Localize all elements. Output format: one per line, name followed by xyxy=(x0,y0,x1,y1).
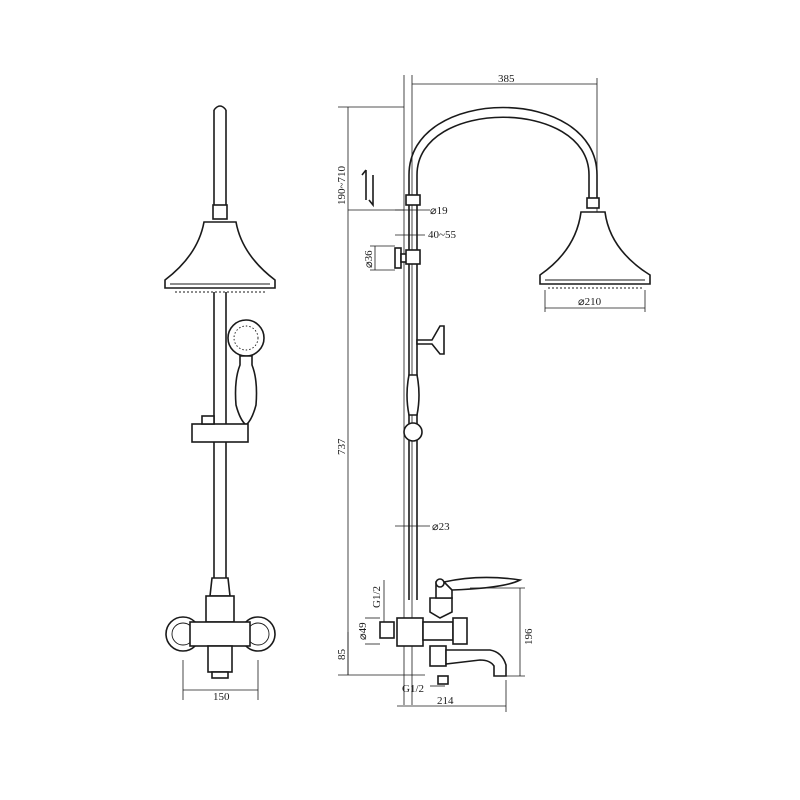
side-inlet-thread xyxy=(379,621,395,639)
side-spout-thread xyxy=(437,675,449,685)
front-hand-shower-nozzles xyxy=(233,325,259,351)
dim-inlet-dia: ⌀49 xyxy=(357,622,369,640)
side-arc-joint xyxy=(405,194,421,206)
side-head-neck xyxy=(586,197,600,209)
side-holder xyxy=(416,325,445,355)
front-riser-pipe xyxy=(213,110,227,210)
front-connector xyxy=(209,577,231,597)
dim-inlet-thread-v: G1/2 xyxy=(371,586,383,608)
front-riser-cap xyxy=(213,105,227,111)
side-bracket-plate xyxy=(394,247,402,269)
dim-lower-pipe-dia: ⌀23 xyxy=(432,521,450,533)
side-lever-pivot xyxy=(435,578,445,588)
side-spout xyxy=(445,649,507,677)
side-arc-outer xyxy=(408,106,598,200)
front-neck xyxy=(212,204,228,220)
front-view: 150 xyxy=(164,105,276,703)
side-arc-inner xyxy=(416,116,590,200)
side-handle-base xyxy=(429,597,453,619)
front-mixer-body xyxy=(205,595,235,623)
side-slide-knob xyxy=(403,422,423,442)
side-lever xyxy=(442,576,523,591)
dim-riser-height: 190~710 xyxy=(336,166,348,205)
side-mixer-cap xyxy=(452,617,468,645)
side-head-bell xyxy=(539,211,651,285)
front-slide-holder xyxy=(191,423,249,443)
front-hand-shower-head xyxy=(227,319,265,357)
dim-150: 150 xyxy=(213,691,230,703)
front-slide-knob xyxy=(201,415,215,425)
dim-spout-width: 214 xyxy=(437,695,454,707)
front-spout-tip xyxy=(211,671,229,679)
side-riser-upper xyxy=(408,205,418,250)
dim-bracket-offset: 40~55 xyxy=(428,229,456,241)
dim-top-pipe-dia: ⌀19 xyxy=(430,205,448,217)
dim-385: 385 xyxy=(498,73,515,85)
dim-bracket-dia: ⌀36 xyxy=(363,250,375,268)
front-head-bell xyxy=(164,221,276,289)
side-view: 385 ⌀210 ⌀19 40~55 ⌀36 xyxy=(336,73,651,712)
front-mixer-bar xyxy=(189,621,251,647)
dim-inlet-height: 85 xyxy=(336,649,348,661)
side-bracket-clamp xyxy=(405,249,421,265)
front-spout xyxy=(207,645,233,673)
dim-head-dia: ⌀210 xyxy=(578,296,602,308)
dim-spout-thread: G1/2 xyxy=(402,683,424,695)
side-adjust-arrows xyxy=(361,169,374,208)
dim-body-height: 196 xyxy=(523,628,535,645)
side-mixer-body xyxy=(422,621,454,641)
front-hand-handle xyxy=(234,355,258,427)
dim-total-height: 737 xyxy=(336,438,348,455)
side-slide xyxy=(406,374,420,416)
side-mixer-valve xyxy=(396,617,424,647)
side-spout-neck xyxy=(429,645,447,667)
